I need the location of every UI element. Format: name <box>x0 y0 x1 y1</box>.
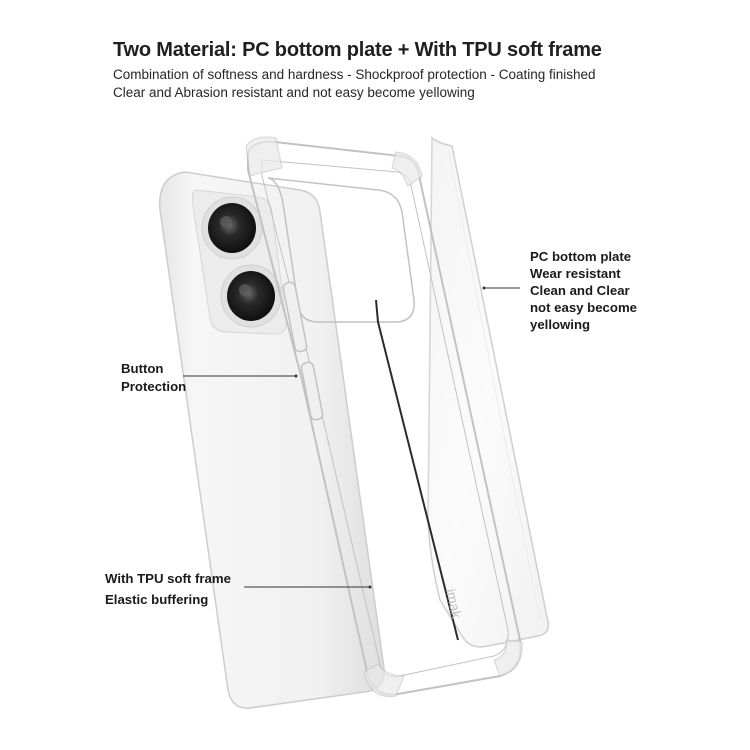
callout-tpu: With TPU soft frame Elastic buffering <box>105 568 231 610</box>
callout-button-line-2: Protection <box>121 379 187 394</box>
callout-button-line-1: Button <box>121 361 164 376</box>
tpu-soft-frame <box>245 136 523 697</box>
phone-body <box>158 171 385 709</box>
brand-mark: imak <box>443 587 465 620</box>
callout-pc-line-4: not easy become <box>530 300 638 315</box>
callout-dot-tpu <box>368 585 372 589</box>
callout-dot-button <box>294 374 298 378</box>
callout-pc-line-2: Wear resistant <box>530 266 621 281</box>
callout-tpu-line-1: With TPU soft frame <box>105 571 231 586</box>
frame-edge-line <box>375 299 459 641</box>
header: Two Material: PC bottom plate + With TPU… <box>113 38 733 102</box>
subtitle-line-1: Combination of softness and hardness - S… <box>113 67 596 82</box>
callout-tpu-line-2: Elastic buffering <box>105 592 209 607</box>
callout-pc-line-5: yellowing <box>530 317 591 332</box>
page-title: Two Material: PC bottom plate + With TPU… <box>113 39 602 61</box>
callout-dot-pc <box>482 286 486 290</box>
pc-bottom-plate <box>427 136 550 648</box>
callout-pc-plate: PC bottom plate Wear resistant Clean and… <box>530 248 637 333</box>
callout-button: Button Protection <box>121 360 186 396</box>
callout-pc-line-1: PC bottom plate <box>530 249 632 264</box>
subtitle-line-2: Clear and Abrasion resistant and not eas… <box>113 85 475 100</box>
callout-pc-line-3: Clean and Clear <box>530 283 630 298</box>
